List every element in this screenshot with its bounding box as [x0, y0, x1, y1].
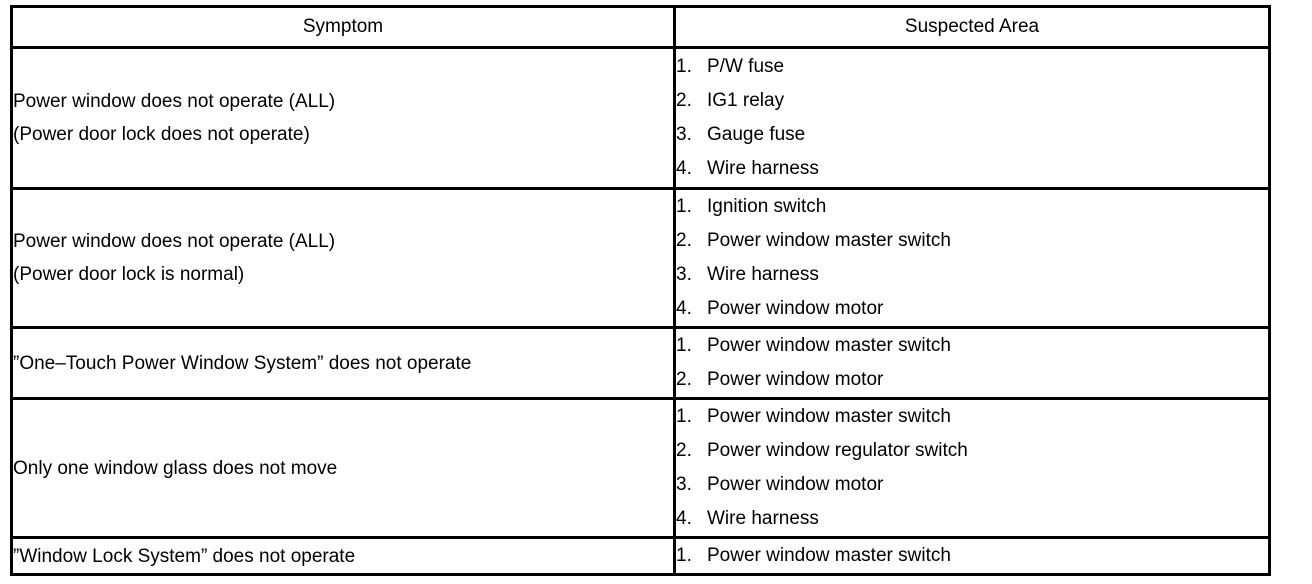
- troubleshooting-table: Symptom Suspected Area Power window does…: [10, 5, 1271, 576]
- suspected-area-item-label: Power window master switch: [707, 545, 951, 566]
- suspected-area-cell: 1. Power window master switch 2. Power wind…: [673, 326, 1271, 400]
- suspected-area-item-number: 2.: [676, 230, 692, 251]
- suspected-area-item-label: Wire harness: [707, 508, 819, 529]
- suspected-area-item-label: Wire harness: [707, 158, 819, 179]
- suspected-area-item-label: Power window master switch: [707, 230, 951, 251]
- suspected-area-item-label: Wire harness: [707, 264, 819, 285]
- suspected-area-item-label: Power window motor: [707, 474, 884, 495]
- suspected-area-item-label: Power window motor: [707, 369, 884, 390]
- suspected-area-item-label: Power window master switch: [707, 335, 951, 356]
- symptom-cell: ”One–Touch Power Window System” does not…: [10, 326, 676, 400]
- suspected-area-item-label: Power window master switch: [707, 406, 951, 427]
- suspected-area-item: 3. Gauge fuse: [676, 118, 1268, 152]
- suspected-area-cell: 1. Power window master switch: [673, 536, 1271, 576]
- table-row: Power window does not operate (ALL) (Powe…: [10, 46, 1271, 190]
- symptom-cell: ”Window Lock System” does not operate: [10, 536, 676, 576]
- suspected-area-item-number: 4.: [676, 298, 692, 319]
- symptom-column-header: Symptom: [10, 5, 676, 49]
- suspected-area-column-header: Suspected Area: [673, 5, 1271, 49]
- symptom-line: Power window does not operate (ALL): [13, 231, 336, 252]
- suspected-area-item: 3. Power window motor: [676, 468, 1268, 502]
- suspected-area-item-number: 1.: [676, 56, 692, 77]
- suspected-area-item: 4. Wire harness: [676, 152, 1268, 186]
- table-body: Power window does not operate (ALL) (Powe…: [10, 46, 1271, 576]
- suspected-area-item-number: 2.: [676, 440, 692, 461]
- table-row: Power window does not operate (ALL) (Powe…: [10, 187, 1271, 329]
- suspected-area-item: 2. IG1 relay: [676, 84, 1268, 118]
- suspected-area-item-number: 1.: [676, 196, 692, 217]
- header-row: Symptom Suspected Area: [10, 5, 1271, 49]
- suspected-area-item: 2. Power window regulator switch: [676, 434, 1268, 468]
- suspected-area-item-number: 2.: [676, 90, 692, 111]
- suspected-area-item-label: Power window motor: [707, 298, 884, 319]
- suspected-area-item: 1. Power window master switch: [676, 539, 1268, 573]
- suspected-area-item-number: 2.: [676, 369, 692, 390]
- symptom-line: Only one window glass does not move: [13, 457, 338, 479]
- suspected-area-item-label: Gauge fuse: [707, 124, 806, 145]
- suspected-area-item: 1. Ignition switch: [676, 190, 1268, 224]
- symptom-cell: Power window does not operate (ALL) (Powe…: [10, 46, 676, 190]
- symptom-cell: Only one window glass does not move: [10, 397, 676, 539]
- suspected-area-item-number: 4.: [676, 508, 692, 529]
- symptom-line: (Power door lock is normal): [13, 264, 245, 285]
- suspected-area-item: 1. Power window master switch: [676, 400, 1268, 434]
- suspected-area-item-label: Power window regulator switch: [707, 440, 968, 461]
- suspected-area-item-label: Ignition switch: [707, 196, 827, 217]
- suspected-area-item-label: IG1 relay: [707, 90, 785, 111]
- symptom-line: ”Window Lock System” does not operate: [13, 545, 356, 567]
- suspected-area-item-number: 4.: [676, 158, 692, 179]
- table-row: Only one window glass does not move 1. Pow…: [10, 397, 1271, 539]
- symptom-line: (Power door lock does not operate): [13, 124, 310, 145]
- suspected-area-item: 1. Power window master switch: [676, 329, 1268, 363]
- suspected-area-cell: 1. Power window master switch 2. Power wind…: [673, 397, 1271, 539]
- suspected-area-item: 2. Power window motor: [676, 363, 1268, 397]
- suspected-area-item-number: 1.: [676, 406, 692, 427]
- suspected-area-item: 4. Wire harness: [676, 502, 1268, 536]
- suspected-area-item: 2. Power window master switch: [676, 224, 1268, 258]
- table-row: ”Window Lock System” does not operate 1. P…: [10, 536, 1271, 576]
- suspected-area-item: 1. P/W fuse: [676, 50, 1268, 84]
- table-row: ”One–Touch Power Window System” does not…: [10, 326, 1271, 400]
- suspected-area-cell: 1. P/W fuse 2. IG1 relay 3. Gauge fuse 4. Wire …: [673, 46, 1271, 190]
- suspected-area-cell: 1. Ignition switch 2. Power window master s…: [673, 187, 1271, 329]
- symptom-line: ”One–Touch Power Window System” does not…: [13, 352, 472, 374]
- suspected-area-item-number: 1.: [676, 545, 692, 566]
- suspected-area-item-number: 3.: [676, 124, 692, 145]
- suspected-area-item: 4. Power window motor: [676, 292, 1268, 326]
- suspected-area-item-number: 1.: [676, 335, 692, 356]
- symptom-line: Power window does not operate (ALL): [13, 91, 336, 112]
- symptom-cell: Power window does not operate (ALL) (Powe…: [10, 187, 676, 329]
- suspected-area-item: 3. Wire harness: [676, 258, 1268, 292]
- suspected-area-item-label: P/W fuse: [707, 56, 785, 77]
- suspected-area-item-number: 3.: [676, 474, 692, 495]
- suspected-area-item-number: 3.: [676, 264, 692, 285]
